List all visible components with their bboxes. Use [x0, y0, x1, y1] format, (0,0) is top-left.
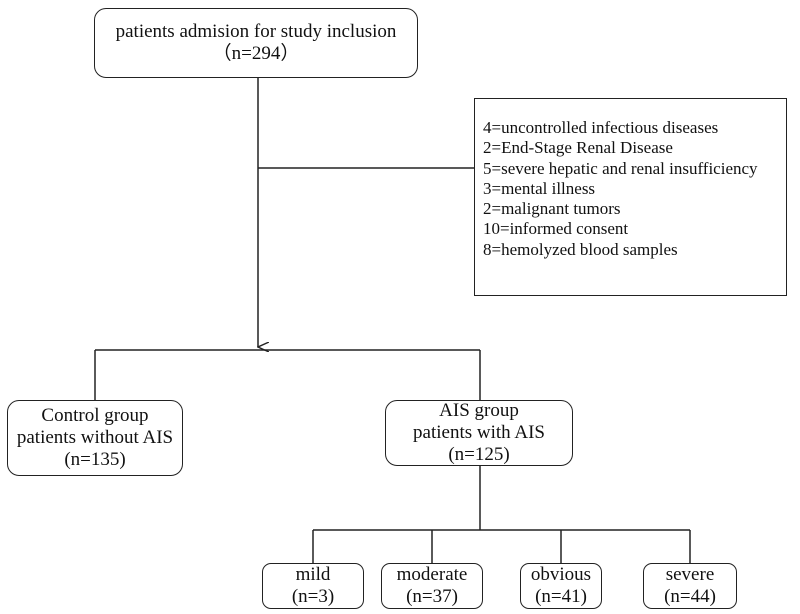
exclusion-item: 3=mental illness [483, 178, 596, 198]
ais-group-title: AIS group [439, 400, 519, 421]
severity-label: severe [665, 564, 715, 585]
control-group-subtitle: patients without AIS [16, 427, 174, 448]
control-group-count: (n=135) [64, 449, 126, 470]
inclusion-title: patients admision for study inclusion [115, 21, 397, 42]
severity-label: moderate [396, 564, 468, 585]
severity-label: mild [295, 564, 331, 585]
exclusion-item: 2=End-Stage Renal Disease [483, 138, 673, 158]
control-group-box: Control group patients without AIS (n=13… [7, 400, 183, 476]
severity-count: (n=44) [664, 586, 716, 607]
severity-box-severe: severe (n=44) [643, 563, 737, 609]
control-group-title: Control group [41, 405, 149, 426]
severity-count: (n=37) [406, 586, 458, 607]
exclusion-item: 8=hemolyzed blood samples [483, 239, 678, 259]
inclusion-box: patients admision for study inclusion （n… [94, 8, 418, 78]
severity-box-mild: mild (n=3) [262, 563, 364, 609]
severity-label: obvious [530, 564, 592, 585]
exclusion-item: 10=informed consent [483, 219, 629, 239]
ais-group-subtitle: patients with AIS [413, 422, 545, 443]
exclusion-box: 4=uncontrolled infectious diseases 2=End… [474, 98, 787, 296]
severity-count: (n=41) [535, 586, 587, 607]
severity-count: (n=3) [291, 586, 335, 607]
inclusion-count: （n=294） [212, 43, 300, 64]
exclusion-item: 4=uncontrolled infectious diseases [483, 118, 719, 137]
severity-box-obvious: obvious (n=41) [520, 563, 602, 609]
exclusion-item: 2=malignant tumors [483, 199, 621, 219]
exclusion-item: 5=severe hepatic and renal insufficiency [483, 158, 758, 178]
ais-group-count: (n=125) [448, 444, 510, 465]
severity-box-moderate: moderate (n=37) [381, 563, 483, 609]
ais-group-box: AIS group patients with AIS (n=125) [385, 400, 573, 466]
